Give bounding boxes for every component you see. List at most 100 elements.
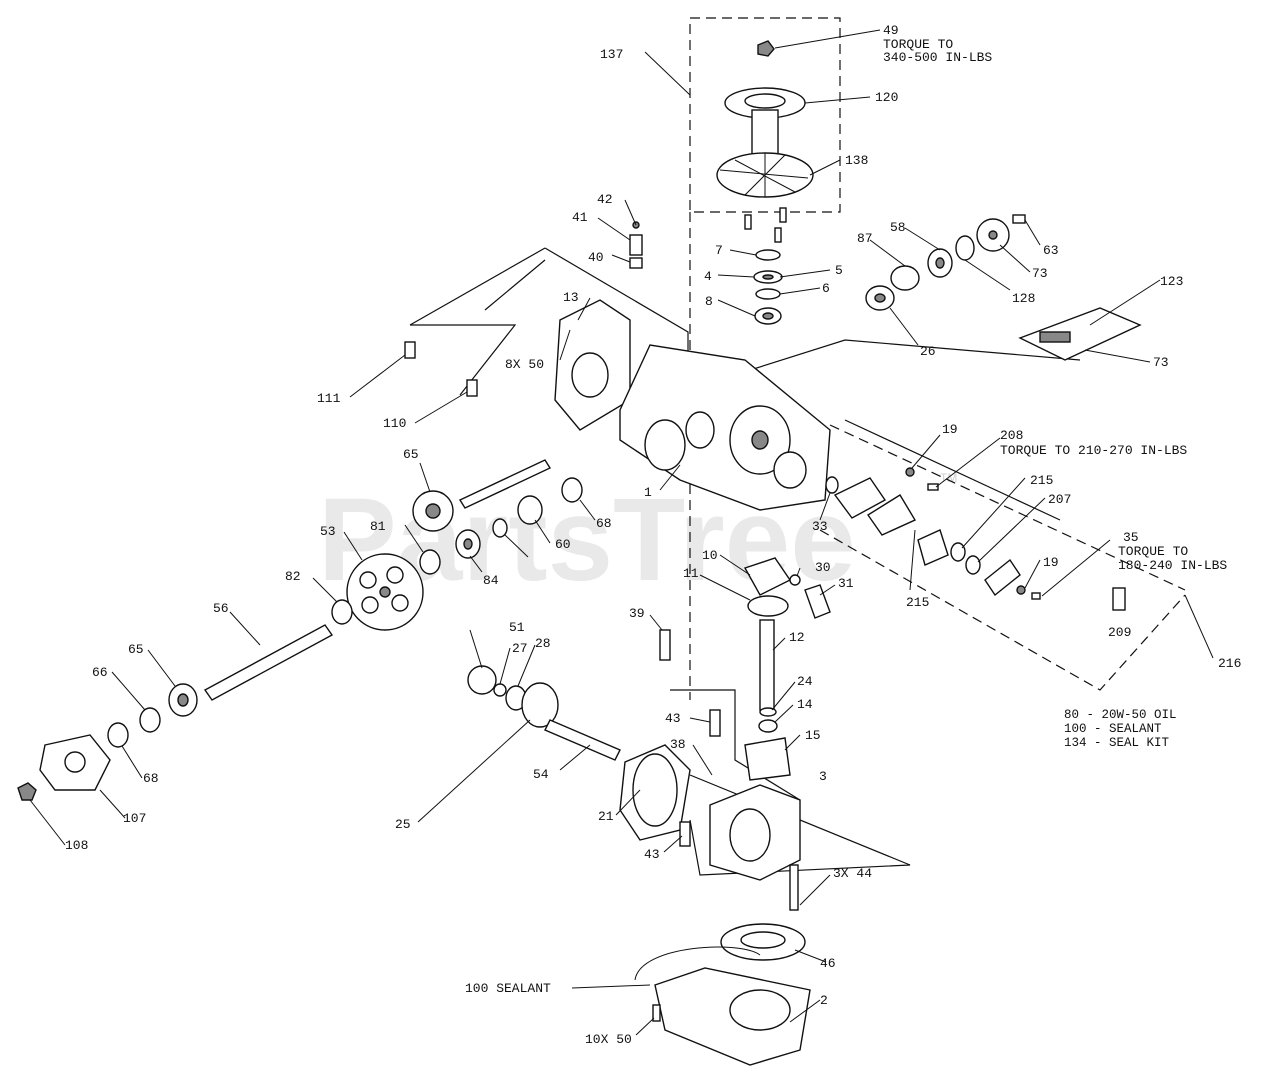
callout-215-top: 215 (1030, 473, 1053, 488)
brake-lever (984, 558, 1021, 597)
callout-13: 13 (563, 290, 579, 305)
lower-housing-2 (654, 967, 811, 1066)
callout-208-torque: TORQUE TO 210-270 IN-LBS (1000, 443, 1187, 458)
callout-73-top: 73 (1032, 266, 1048, 281)
callout-68-top: 68 (596, 516, 612, 531)
callout-110: 110 (383, 416, 406, 431)
callout-39: 39 (629, 606, 645, 621)
callout-207: 207 (1048, 492, 1071, 507)
callout-19-top: 19 (942, 422, 958, 437)
callout-10: 10 (702, 548, 718, 563)
parts (17, 40, 1142, 1066)
callout-27: 27 (512, 641, 528, 656)
callout-30: 30 (815, 560, 831, 575)
seal-66 (139, 707, 161, 733)
callout-labels: 137 49 TORQUE TO 340-500 IN-LBS 120 138 … (65, 23, 1241, 1047)
bolt-35 (1031, 592, 1041, 600)
pump-15 (744, 737, 791, 781)
brake-plate (833, 477, 887, 519)
callout-128: 128 (1012, 291, 1035, 306)
note-seal-kit: 134 - SEAL KIT (1064, 736, 1170, 750)
gear-51 (467, 665, 497, 695)
shaft-12 (759, 619, 775, 711)
valve-39 (659, 629, 671, 661)
callout-53: 53 (320, 524, 336, 539)
brake-box-bottom (819, 529, 1186, 691)
callout-87: 87 (857, 231, 873, 246)
ring-33 (825, 476, 839, 494)
callout-42: 42 (597, 192, 613, 207)
note-sealant: 100 - SEALANT (1064, 722, 1162, 736)
bolt (774, 227, 782, 243)
callout-100-sealant: 100 SEALANT (465, 981, 551, 996)
callout-107: 107 (123, 811, 146, 826)
callout-84: 84 (483, 573, 499, 588)
callout-33: 33 (812, 519, 828, 534)
fitting-111 (404, 341, 416, 359)
callout-4: 4 (704, 269, 712, 284)
brake-arm (867, 494, 917, 536)
callout-216: 216 (1218, 656, 1241, 671)
callout-215-bottom: 215 (906, 595, 929, 610)
callout-11: 11 (683, 566, 699, 581)
bracket-41 (629, 234, 643, 256)
pin-43 (709, 709, 721, 737)
leader-lines (29, 29, 1214, 1036)
housing-1 (619, 344, 831, 511)
callout-31: 31 (838, 576, 854, 591)
callout-138: 138 (845, 153, 868, 168)
callout-82: 82 (285, 569, 301, 584)
washer-215 (950, 542, 966, 562)
pin-43b (679, 821, 691, 847)
note-oil: 80 - 20W-50 OIL (1064, 708, 1177, 722)
callout-8: 8 (705, 294, 713, 309)
callout-56: 56 (213, 601, 229, 616)
callout-49-torque: TORQUE TO (883, 37, 953, 52)
bearing-14 (758, 719, 778, 733)
clip-27 (493, 683, 507, 697)
callout-58: 58 (890, 220, 906, 235)
bolt-208 (927, 483, 939, 491)
callout-35: 35 (1123, 530, 1139, 545)
callout-3x44: 3X 44 (833, 866, 872, 881)
fan-138 (716, 152, 814, 198)
bolt (779, 207, 787, 223)
callout-40: 40 (588, 250, 604, 265)
bearing-82 (331, 599, 353, 625)
callout-111: 111 (317, 391, 341, 406)
callout-15: 15 (805, 728, 821, 743)
callout-209: 209 (1108, 625, 1131, 640)
fan-assembly-box (689, 17, 841, 213)
ring-24 (759, 707, 777, 717)
callout-60: 60 (555, 537, 571, 552)
shaft-54 (544, 719, 621, 761)
callout-28: 28 (535, 636, 551, 651)
callout-49-range: 340-500 IN-LBS (883, 50, 992, 65)
nut-108 (17, 782, 37, 801)
callout-1: 1 (644, 485, 652, 500)
nut-49 (757, 40, 775, 57)
callout-65-gear: 65 (403, 447, 419, 462)
callout-43-bottom: 43 (644, 847, 660, 862)
bolt (744, 214, 752, 230)
nut-19 (905, 467, 915, 477)
callout-24: 24 (797, 674, 813, 689)
callout-10x50: 10X 50 (585, 1032, 632, 1047)
callout-73-plate: 73 (1153, 355, 1169, 370)
fitting-110 (466, 379, 478, 397)
callout-65-bearing: 65 (128, 642, 144, 657)
ring-81 (419, 549, 441, 575)
washer-62 (492, 518, 508, 538)
callout-14: 14 (797, 697, 813, 712)
callout-35-range: 180-240 IN-LBS (1118, 558, 1227, 573)
callout-120: 120 (875, 90, 898, 105)
callout-108: 108 (65, 838, 88, 853)
clip-68 (107, 722, 129, 748)
callout-35-torque: TORQUE TO (1118, 544, 1188, 559)
washer-207 (965, 555, 981, 575)
callout-63: 63 (1043, 243, 1059, 258)
brake-box-top (829, 424, 1186, 591)
plate-87 (890, 265, 920, 291)
group-outlines (409, 17, 1186, 876)
nut-19b (1016, 585, 1026, 595)
